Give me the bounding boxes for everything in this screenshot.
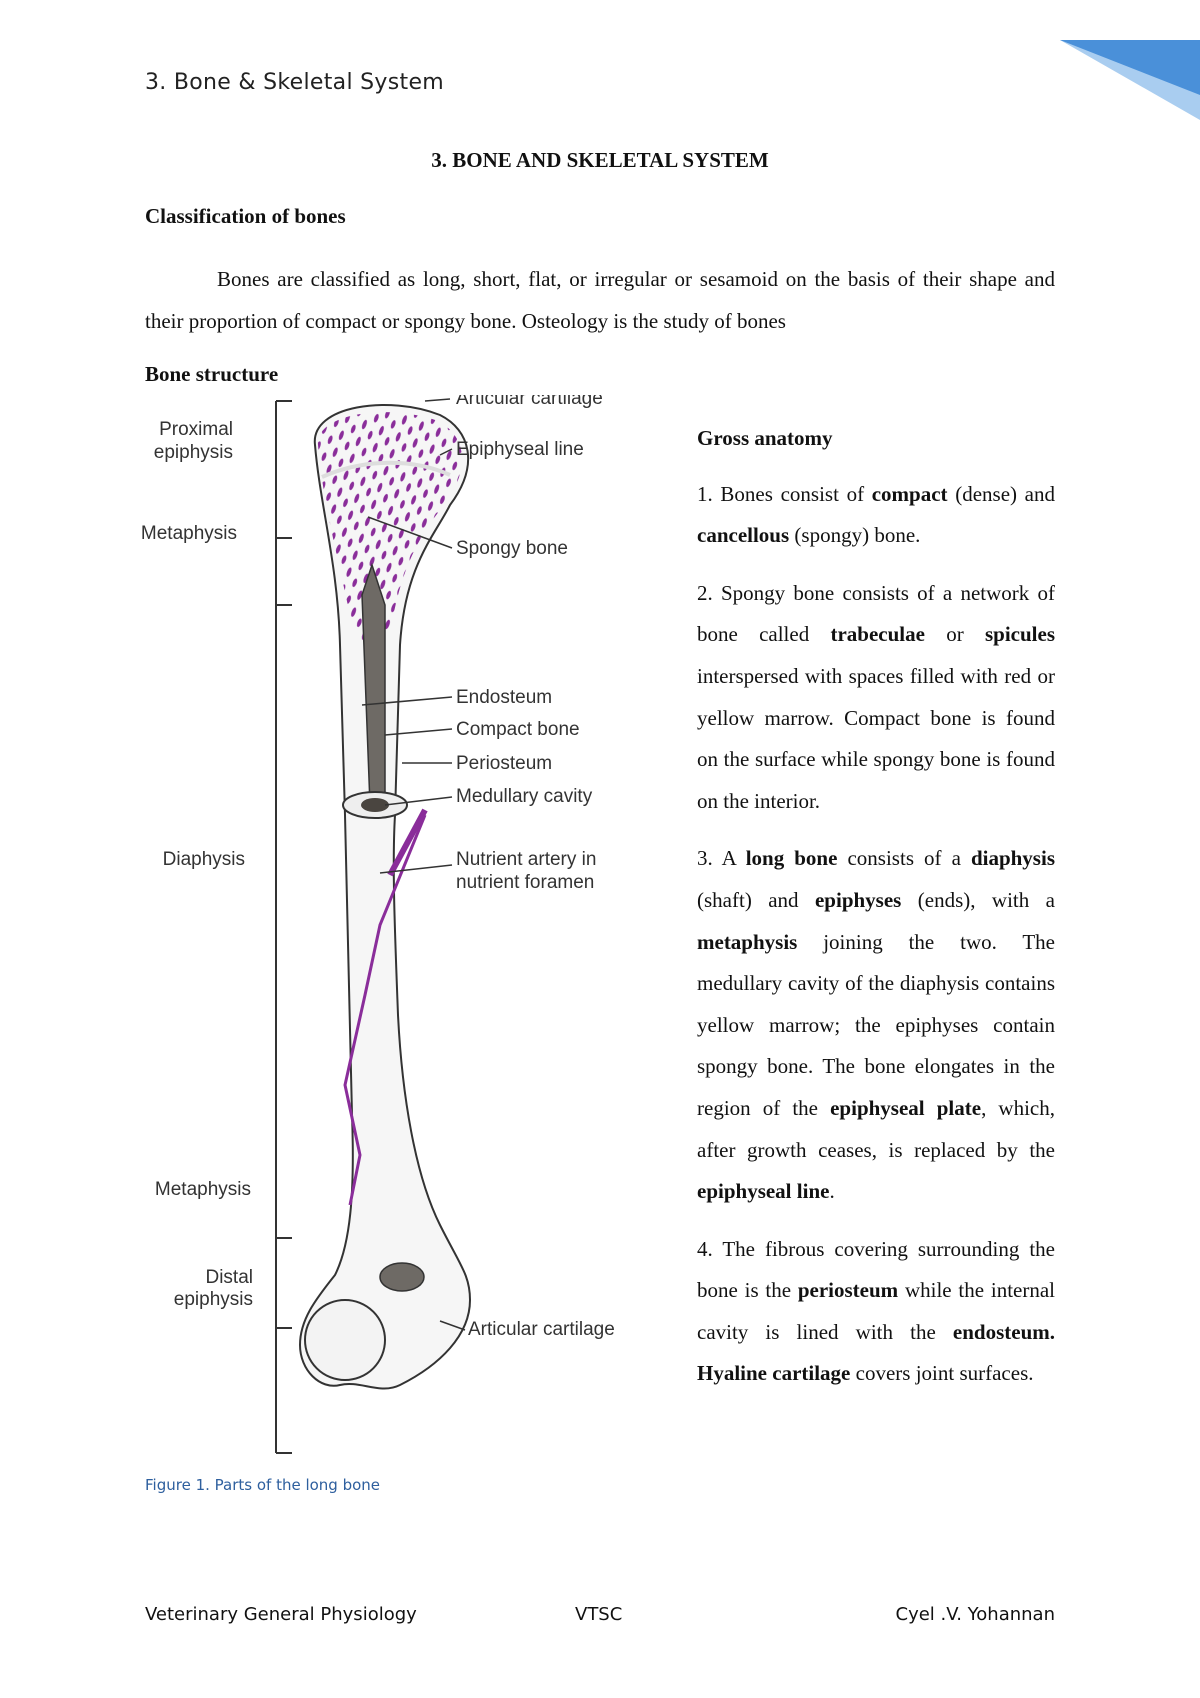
footer-center: VTSC [575, 1604, 623, 1625]
distal-condyle [304, 1299, 386, 1381]
medullary-cut [361, 562, 386, 806]
leader-lines [361, 398, 466, 1331]
footer-left: Veterinary General Physiology [145, 1604, 417, 1625]
label-medullary-cavity: Medullary cavity [456, 786, 593, 807]
page-title: 3. BONE AND SKELETAL SYSTEM [431, 148, 769, 172]
epiphyseal-line [321, 460, 451, 479]
label-distal-1: Distal [205, 1267, 253, 1288]
label-articular-cartilage-top: Articular cartilage [456, 395, 603, 409]
section-heading-bone-structure: Bone structure [145, 362, 279, 386]
label-diaphysis: Diaphysis [163, 849, 245, 870]
gross-anatomy-point-3: 3. A long bone consists of a diaphysis (… [697, 846, 1055, 1204]
label-proximal-2: epiphysis [154, 442, 233, 463]
section-heading-classification: Classification of bones [145, 204, 346, 228]
gross-anatomy-heading: Gross anatomy [697, 426, 833, 450]
running-header: 3. Bone & Skeletal System [145, 70, 445, 95]
label-nutrient-2: nutrient foramen [456, 872, 594, 893]
gross-anatomy-point-2: 2. Spongy bone consists of a network of … [697, 580, 1056, 813]
classification-paragraph: Bones are classified as long, short, fla… [145, 258, 1055, 342]
long-bone-diagram: Proximal epiphysis Metaphysis Diaphysis … [141, 395, 615, 1454]
label-spongy-bone: Spongy bone [456, 538, 568, 559]
label-metaphysis-top: Metaphysis [141, 523, 237, 544]
fossa [379, 1262, 425, 1292]
footer-right: Cyel .V. Yohannan [895, 1604, 1056, 1625]
label-proximal-1: Proximal [159, 419, 233, 440]
region-bracket [275, 400, 292, 1454]
label-periosteum: Periosteum [456, 753, 552, 774]
gross-anatomy-point-4: 4. The fibrous covering surrounding the … [697, 1236, 1056, 1386]
spongy-bone-region [317, 412, 463, 665]
label-epiphyseal-line: Epiphyseal line [456, 439, 584, 460]
label-distal-2: epiphysis [174, 1289, 253, 1310]
label-articular-cartilage-bottom: Articular cartilage [468, 1319, 615, 1340]
gross-anatomy-point-1: 1. Bones consist of compact (dense) and … [697, 481, 1055, 548]
corner-decoration [1060, 40, 1200, 120]
classification-text: Bones are classified as long, short, fla… [145, 267, 1055, 333]
figure-caption: Figure 1. Parts of the long bone [145, 1476, 381, 1494]
gross-anatomy-column: Gross anatomy 1. Bones consist of compac… [697, 418, 1055, 1411]
label-metaphysis-bottom: Metaphysis [155, 1179, 251, 1200]
label-nutrient-1: Nutrient artery in [456, 849, 596, 870]
nutrient-artery [343, 814, 427, 1206]
bone-outline [298, 404, 472, 1390]
label-compact-bone: Compact bone [456, 719, 580, 740]
label-endosteum: Endosteum [456, 687, 552, 708]
nutrient-vessel [387, 808, 428, 877]
